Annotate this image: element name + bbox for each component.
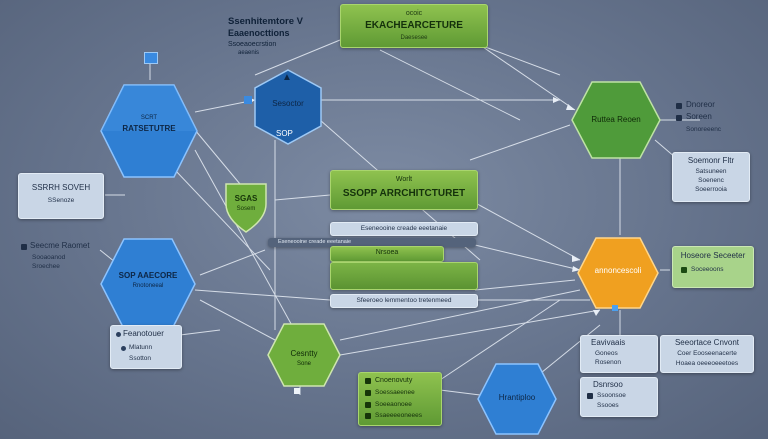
right-panel-1-line-2: Soreen: [686, 112, 712, 121]
header-line-2: Eaaenocttions: [228, 28, 290, 39]
right-panel-6[interactable]: Dsnrsoo Ssoonsoe Ssooes: [580, 377, 658, 417]
bottom-green-panel[interactable]: Cnoenovuty Soessaeenee Soeeaonoee Ssaeee…: [358, 372, 442, 426]
shield-node[interactable]: [222, 180, 270, 234]
orange-hexagon[interactable]: [576, 236, 660, 310]
shield-label-1: SGAS: [234, 194, 258, 203]
check-icon: [365, 402, 371, 408]
shield-label-2: Sosem: [236, 206, 256, 212]
right-panel-5-line-3: Hoaea oeeeoeeetoes: [675, 360, 739, 367]
check-icon: [365, 378, 371, 384]
header-line-1: Ssenhitemtore V: [228, 16, 303, 27]
left-panel-3-line-1: Feanotouer: [123, 329, 164, 338]
center-top-hex-sop: SOP: [276, 129, 293, 138]
right-panel-2-line-2: Satsuneen: [695, 168, 727, 175]
right-panel-4-line-2: Goneos: [595, 350, 618, 357]
orange-hex-label: annoncescoli: [594, 266, 642, 275]
right-panel-5-line-1: Seeortace Cnvont: [674, 338, 740, 347]
right-panel-1[interactable]: Dnoreor Soreen Sonoreeenc: [672, 97, 750, 143]
right-panel-5[interactable]: Seeortace Cnvont Coer Eooseenacerte Hoae…: [660, 335, 754, 373]
banner-subtitle: Daesesee: [400, 35, 428, 41]
check-icon: [365, 390, 371, 396]
right-panel-6-line-3: Ssooes: [597, 402, 619, 409]
center-top-hexagon[interactable]: [253, 68, 323, 146]
bullet-icon: [116, 332, 121, 337]
architecture-banner: ocoic EKACHEARCETURE Daesesee: [340, 4, 488, 48]
left-top-hexagon[interactable]: [100, 82, 198, 180]
right-panel-3-line-1: Hoseore Seceeter: [680, 251, 746, 260]
center-inner-bar: Nrsoea: [330, 246, 444, 262]
arrow-icon: [676, 103, 682, 109]
green-bottom-hexagon[interactable]: [266, 322, 342, 388]
hex-arrow-icon: ▲: [282, 72, 292, 83]
list-icon: [21, 244, 27, 250]
center-bar-bottom-label: Sfeeroeo lemmentoo tretenmeed: [356, 297, 452, 304]
bottom-panel-line-2: Soessaeenee: [375, 389, 415, 396]
arrow-icon: [676, 115, 682, 121]
marker-icon: [612, 305, 618, 311]
right-panel-3[interactable]: Hoseore Seceeter Soceeoons: [672, 246, 754, 288]
banner-top-label: ocoic: [405, 10, 423, 17]
left-panel-1[interactable]: SSRRH SOVEH SSenoze: [18, 173, 104, 219]
right-panel-5-line-2: Coer Eooseenacerte: [677, 350, 737, 357]
blue-bottom-hex-label: Hrantiploo: [498, 393, 536, 402]
marker-icon: [294, 388, 300, 394]
left-panel-3[interactable]: Feanotouer Mlatunn Ssotton: [110, 325, 182, 369]
left-panel-2-line-1: Seecme Raomet: [30, 241, 90, 250]
right-panel-2-line-3: Soenenc: [698, 177, 724, 184]
left-panel-2-line-3: Sroechee: [32, 263, 60, 270]
left-top-hex-label-1: SCRT: [140, 115, 158, 121]
banner-title: EKACHEARCETURE: [365, 20, 463, 31]
green-right-hex-label: Ruttea Reoen: [591, 115, 641, 124]
right-panel-6-line-2: Ssoonsoe: [597, 392, 626, 399]
check-icon: [681, 267, 687, 273]
right-panel-6-line-1: Dsnrsoo: [593, 380, 623, 389]
right-panel-2[interactable]: Soemonr Fltr Satsuneen Soenenc Soeerrooi…: [672, 152, 750, 202]
green-bottom-hex-label-2: Sone: [296, 361, 311, 367]
center-top-hex-label: Sesoctor: [272, 99, 304, 108]
left-bottom-hex-label-1: SOP AAECORE: [118, 271, 178, 280]
bullet-icon: [121, 346, 126, 351]
central-architecture-label: Worlt SSOPP ARRCHITCTURET: [330, 170, 478, 210]
center-bar-dark: Eseneooine creade eeetanaie: [268, 238, 476, 247]
center-dark-bar-text: Eseneooine creade eeetanaie: [278, 239, 352, 245]
central-label-top: Worlt: [395, 176, 413, 183]
central-label-title: SSOPP ARRCHITCTURET: [342, 188, 466, 199]
center-green-slab: [330, 262, 478, 290]
blue-bottom-hexagon[interactable]: [476, 362, 558, 436]
header-line-4: aeaenis: [238, 50, 260, 57]
left-panel-2-line-2: Sooaoanod: [32, 254, 66, 261]
center-inner-bar-label: Nrsoea: [375, 249, 399, 256]
header-line-3: Ssoeaoecrstion: [228, 41, 277, 49]
marker-icon: [244, 96, 252, 104]
right-panel-2-line-4: Soeerrooia: [695, 186, 727, 193]
right-panel-1-line-3: Sonoreeenc: [686, 126, 722, 133]
bottom-panel-line-1: Cnoenovuty: [375, 377, 413, 384]
right-panel-4[interactable]: Eavivaais Goneos Rosenon: [580, 335, 658, 373]
right-panel-1-line-1: Dnoreor: [686, 100, 715, 109]
green-bottom-hex-label-1: Cesntty: [290, 349, 318, 358]
check-icon: [365, 413, 371, 419]
right-panel-4-line-1: Eavivaais: [591, 338, 626, 347]
right-panel-2-line-1: Soemonr Fltr: [687, 156, 735, 165]
center-bar-bottom: Sfeeroeo lemmentoo tretenmeed: [330, 294, 478, 308]
center-bar-top-label: Eseneooine creade eeetanaie: [360, 225, 448, 232]
header-text-block: Ssenhitemtore V Eaaenocttions Ssoeaoecrs…: [228, 16, 328, 57]
left-panel-1-line-2: SSenoze: [47, 197, 75, 204]
left-top-hex-label-2: RATSETUTRE: [122, 124, 176, 133]
arrow-icon: [587, 393, 593, 399]
center-bar-top: Eseneooine creade eeetanaie: [330, 222, 478, 236]
marker-icon: [144, 52, 158, 64]
left-panel-2[interactable]: Seecme Raomet Sooaoanod Sroechee: [18, 236, 102, 276]
right-panel-4-line-3: Rosenon: [595, 359, 622, 366]
left-panel-1-line-1: SSRRH SOVEH: [31, 183, 91, 192]
left-panel-3-line-3: Ssotton: [129, 355, 152, 362]
bottom-panel-line-3: Soeeaonoee: [375, 401, 412, 408]
left-panel-3-line-2: Mlatunn: [129, 344, 153, 351]
bottom-panel-line-4: Ssaeeeeoneees: [375, 412, 422, 419]
right-panel-3-line-2: Soceeoons: [691, 266, 724, 273]
left-bottom-hex-label-2: Rnotoneeal: [132, 283, 164, 289]
green-right-hexagon[interactable]: [570, 80, 662, 160]
